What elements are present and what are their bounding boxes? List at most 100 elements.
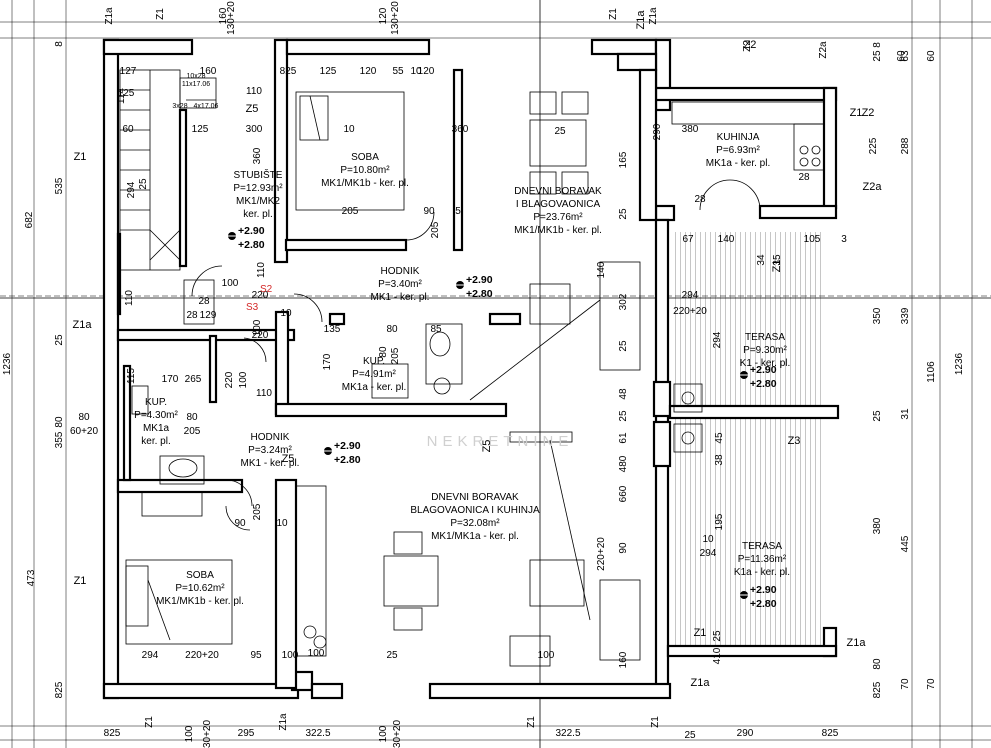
inner-dimension: 165 [618, 151, 629, 168]
left-dimension: 825 [54, 681, 65, 698]
left-dimension: 355 [54, 431, 65, 448]
inner-dimension: 205 [252, 503, 263, 520]
inner-dimension: 10x28 [186, 73, 205, 80]
wall-tag: Z1 [771, 260, 783, 273]
wall-tag: Z1a [691, 677, 711, 689]
inner-dimension: 220 [252, 290, 269, 301]
top-dimension: 160 [218, 7, 229, 24]
inner-dimension: 300 [246, 124, 263, 135]
inner-dimension: 220+20 [596, 537, 607, 571]
left-dimension: 80 [54, 416, 65, 428]
room-name: HODNIK [381, 266, 420, 277]
section-mark: S3 [246, 302, 259, 313]
level-marker-hodnik-left: +2.90+2.80 [322, 440, 361, 466]
inner-dimension: 140 [718, 234, 735, 245]
left-dimension: 473 [26, 569, 37, 586]
inner-dimension: 25 [618, 208, 629, 220]
inner-dimension: 25 [712, 630, 723, 642]
inner-dimension: 170 [162, 374, 179, 385]
inner-dimension: 90 [423, 206, 435, 217]
room-name: KUHINJA [717, 132, 760, 143]
inner-dimension: 110 [246, 86, 262, 97]
inner-dimension: 380 [682, 124, 699, 135]
top-dimension: 60 [896, 50, 907, 62]
inner-dimension: 120 [418, 66, 435, 77]
inner-dimension: 129 [200, 310, 217, 321]
level-bottom: +2.80 [334, 454, 361, 466]
inner-dimension: 28 [198, 296, 210, 307]
room-info: P=32.08m² [450, 518, 500, 529]
inner-dimension: 45 [714, 432, 725, 444]
room-info: MK1/MK1b - ker. pl. [321, 178, 409, 189]
room-name: DNEVNI BORAVAK [514, 186, 602, 197]
room-name: HODNIK [251, 432, 290, 443]
inner-dimension: 205 [342, 206, 359, 217]
bottom-dimension: 30+20 [202, 720, 213, 748]
wall-tag: Z5 [282, 453, 295, 465]
inner-dimension: 302 [618, 293, 629, 310]
inner-dimension: 28 [798, 172, 810, 183]
inner-dimension: 10 [276, 518, 288, 529]
level-bottom: +2.80 [750, 378, 777, 390]
inner-dimension: 10 [410, 66, 422, 77]
inner-dimension: 100 [308, 648, 325, 659]
room-info: MK1a - ker. pl. [706, 158, 770, 169]
inner-dimension: 28 [694, 194, 706, 205]
room-info: P=4.91m² [352, 369, 396, 380]
inner-dimension: 660 [618, 485, 629, 502]
terrace-hatching [674, 232, 824, 646]
wall-tag: Z1a [73, 319, 93, 331]
wall-tag: Z1 [74, 151, 87, 163]
wall-tag: Z5 [481, 440, 493, 453]
top-dimension: 60 [926, 50, 937, 62]
inner-dimension: 34 [756, 254, 767, 266]
right-dimension: 350 [872, 307, 883, 324]
inner-dimension: 110 [124, 290, 135, 306]
room-info: K1 - ker. pl. [740, 358, 791, 369]
top-dimension: 25 [872, 50, 883, 62]
inner-dimension: 5 [455, 206, 461, 217]
left-dimension: 682 [24, 211, 35, 228]
top-dimension: 130+20 [226, 1, 237, 35]
room-info: P=3.40m² [378, 279, 422, 290]
inner-dimension: 25 [138, 178, 149, 190]
left-dimension: 1236 [2, 352, 13, 375]
inner-dimension: 125 [320, 66, 337, 77]
bottom-dimension: Z1a [278, 713, 289, 731]
inner-dimension: 480 [618, 455, 629, 472]
room-name: TERASA [742, 541, 782, 552]
inner-dimension: 114 [116, 88, 127, 104]
bottom-dimension: Z1 [526, 716, 537, 728]
inner-dimension: 11x17.06 [182, 81, 210, 88]
room-name: SOBA [186, 570, 214, 581]
top-dimension: 63 [900, 50, 911, 62]
room-info: I BLAGOVAONICA [516, 199, 601, 210]
wall-tag: Z1 [850, 107, 863, 119]
inner-dimension: 195 [714, 513, 725, 530]
left-dimension: 60+20 [70, 426, 99, 437]
inner-dimension: 10 [702, 534, 714, 545]
room-info: P=3.24m² [248, 445, 292, 456]
inner-dimension: 60 [122, 124, 134, 135]
room-info: P=10.62m² [175, 583, 225, 594]
room-info: P=11.36m² [738, 554, 787, 565]
inner-dimension: 3 [841, 234, 847, 245]
wall-tag: Z2 [744, 39, 757, 51]
wall-tag: Z1a [635, 10, 647, 30]
level-bottom: +2.80 [750, 598, 777, 610]
inner-dimension: 294 [126, 181, 137, 198]
inner-dimension: 220 [224, 371, 235, 388]
room-name: DNEVNI BORAVAK [431, 492, 519, 503]
inner-dimension: 825 [280, 66, 297, 77]
inner-dimension: 10 [280, 308, 292, 319]
left-dimension: 8 [54, 41, 65, 47]
room-name: STUBIŠTE [234, 168, 283, 181]
top-dimension: Z2a [818, 41, 829, 59]
level-bottom: +2.80 [238, 239, 265, 251]
level-marker-stubiste: +2.90+2.80 [226, 225, 265, 251]
